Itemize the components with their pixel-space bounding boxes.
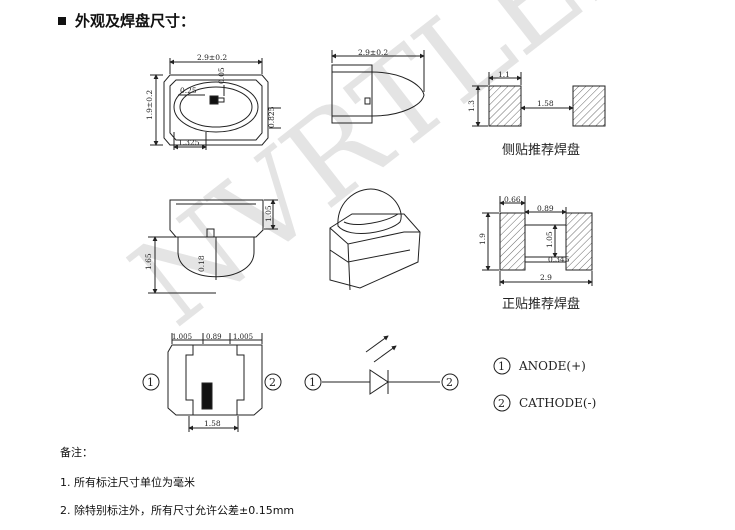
legend-anode-label: ANODE(+)	[518, 359, 586, 373]
top-view-drawing	[150, 58, 281, 150]
schematic-pin2-label: 2	[446, 376, 453, 389]
top-r-label: 0.25	[180, 86, 197, 95]
notes-item-1: 1. 所有标注尺寸单位为毫米	[60, 476, 195, 489]
legend-pin1-label: 1	[498, 360, 505, 373]
watermark: NVRTLED	[107, 0, 684, 353]
side-pad-h-label: 1.3	[467, 100, 476, 112]
legend-cathode-label: CATHODE(-)	[519, 396, 596, 410]
bottom-d3-label: 1.005	[233, 333, 253, 341]
side-pad-w-label: 1.1	[498, 70, 510, 79]
top-height-label: 1.9±0.2	[145, 90, 154, 120]
section-heading: 外观及焊盘尺寸：	[58, 10, 195, 31]
bottom-pin1-label: 1	[147, 376, 154, 389]
front-pad-notch-h-label: 1.05	[545, 231, 554, 248]
bottom-d1-label: 1.005	[172, 333, 192, 341]
bottom-pin2-label: 2	[269, 376, 276, 389]
front-top-label: 1.05	[264, 205, 273, 222]
schematic-pin1-label: 1	[309, 376, 316, 389]
bottom-base-label: 1.58	[204, 419, 221, 428]
notes-title: 备注：	[60, 446, 93, 459]
front-pad-height-label: 1.9	[478, 233, 487, 245]
section-heading-text: 外观及焊盘尺寸：	[75, 12, 196, 30]
top-width-label: 2.9±0.2	[197, 53, 227, 62]
top-d1-label: 0.05	[217, 67, 226, 84]
notes-item-2: 2. 除特别标注外，所有尺寸允许公差±0.15mm	[60, 504, 295, 517]
top-base-label: 1.325	[178, 138, 200, 147]
notes-section: 备注： 1. 所有标注尺寸单位为毫米 2. 除特别标注外，所有尺寸允许公差±0.…	[60, 444, 294, 530]
bullet-square-icon	[58, 16, 66, 25]
bottom-view-drawing	[167, 333, 263, 432]
top-d2-label: 0.825	[267, 106, 276, 128]
side-width-label: 2.9±0.2	[358, 48, 388, 57]
side-pad-caption: 侧贴推荐焊盘	[502, 142, 580, 158]
front-pad-notch-label: 0.89	[537, 204, 554, 213]
front-view-drawing	[148, 199, 278, 294]
front-lens-label: 0.18	[197, 255, 206, 272]
side-pad-gap-label: 1.58	[537, 99, 554, 108]
iso-view-drawing	[329, 188, 421, 291]
led-schematic-symbol	[322, 335, 440, 395]
front-pad-foot-label: 0.345	[548, 255, 570, 264]
bottom-d2-label: 0.89	[206, 333, 222, 341]
side-pad-drawing	[472, 72, 606, 127]
front-pad-total-label: 2.9	[540, 273, 552, 282]
front-height-label: 1.65	[144, 253, 153, 270]
front-pad-caption: 正贴推荐焊盘	[502, 296, 580, 312]
front-pad-drawing	[482, 196, 593, 286]
front-pad-left-label: 0.66	[504, 195, 521, 204]
side-view-drawing	[331, 50, 425, 124]
legend-pin2-label: 2	[498, 397, 505, 410]
